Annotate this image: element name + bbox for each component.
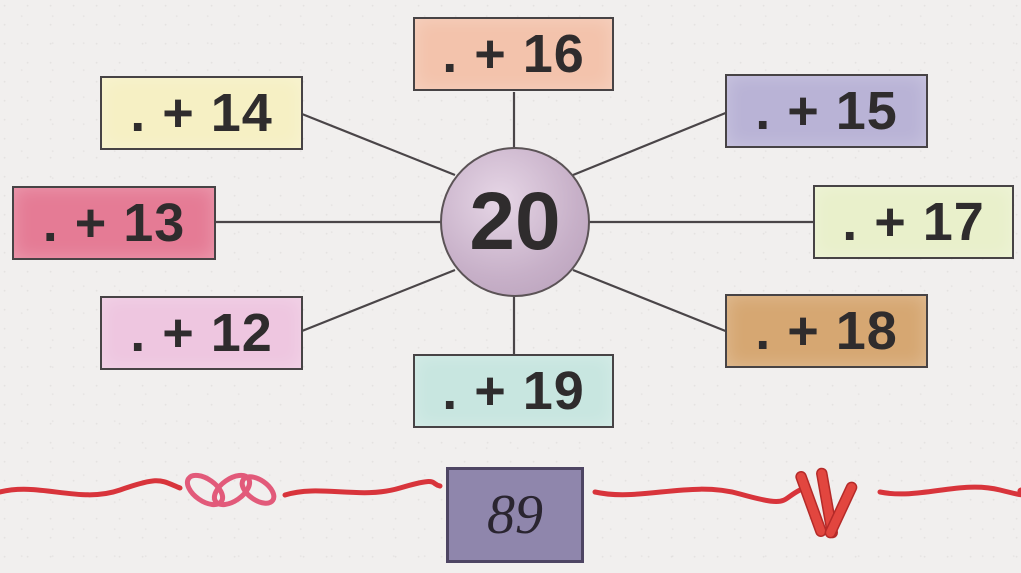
page-number-box: 89 bbox=[446, 467, 584, 563]
connector-12 bbox=[302, 270, 455, 331]
connector-18 bbox=[573, 270, 728, 332]
page-number: 89 bbox=[487, 483, 543, 547]
connector-14 bbox=[302, 114, 455, 175]
wavy-red-thread bbox=[880, 487, 1021, 495]
addend-box-17: . + 17 bbox=[813, 185, 1014, 259]
chain-link-icon bbox=[182, 470, 278, 511]
addend-label: . + 12 bbox=[130, 302, 273, 364]
addend-box-12: . + 12 bbox=[100, 296, 303, 370]
wavy-red-thread bbox=[285, 482, 440, 495]
addend-label: . + 17 bbox=[842, 191, 985, 253]
wavy-red-thread bbox=[595, 489, 800, 501]
addend-box-18: . + 18 bbox=[725, 294, 928, 368]
addend-box-13: . + 13 bbox=[12, 186, 216, 260]
addend-box-15: . + 15 bbox=[725, 74, 928, 148]
center-number-circle: 20 bbox=[440, 147, 590, 297]
addend-label: . + 18 bbox=[755, 300, 898, 362]
addend-label: . + 15 bbox=[755, 80, 898, 142]
addend-label: . + 16 bbox=[442, 23, 585, 85]
addend-box-19: . + 19 bbox=[413, 354, 614, 428]
connector-15 bbox=[573, 112, 728, 175]
addend-box-14: . + 14 bbox=[100, 76, 303, 150]
addend-box-16: . + 16 bbox=[413, 17, 614, 91]
addend-label: . + 13 bbox=[43, 192, 186, 254]
center-number: 20 bbox=[469, 175, 560, 269]
red-paper-strips-icon bbox=[795, 468, 859, 540]
addend-label: . + 19 bbox=[442, 360, 585, 422]
addend-label: . + 14 bbox=[130, 82, 273, 144]
wavy-red-thread bbox=[0, 481, 180, 495]
